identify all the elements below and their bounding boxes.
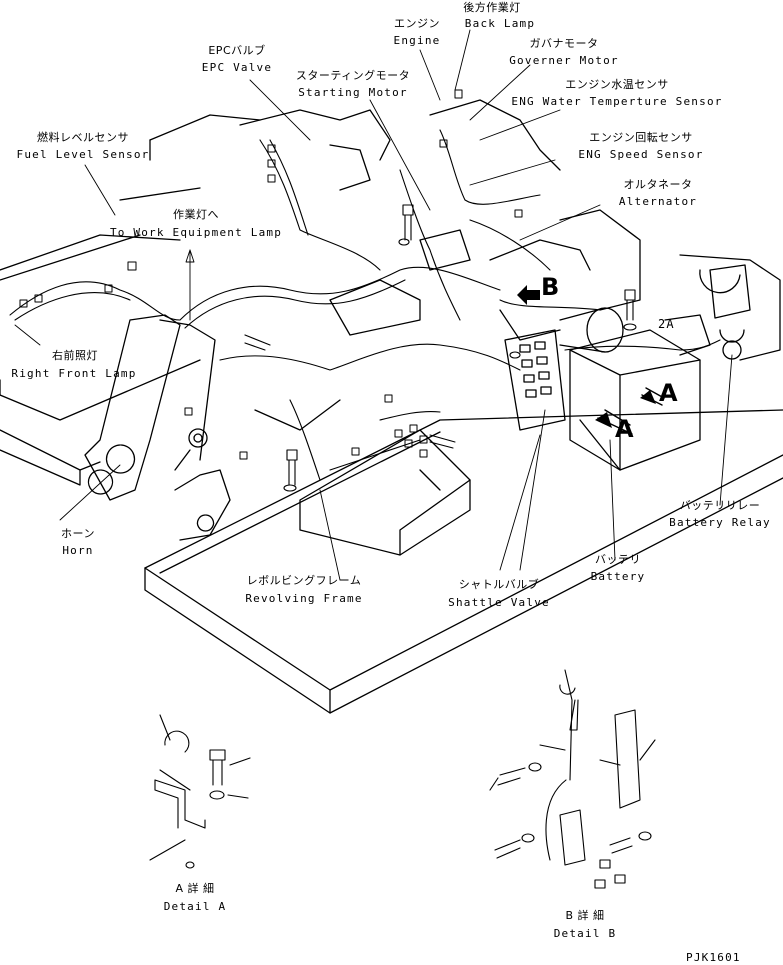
governer-motor-label-en: Governer Motor xyxy=(509,54,619,67)
arrow-a-lower xyxy=(595,412,630,432)
connectors xyxy=(19,89,523,460)
wiring-harness xyxy=(9,129,721,481)
horn-label-en: Horn xyxy=(62,544,94,557)
left-deck-drawing xyxy=(0,114,261,486)
center-cover-drawing xyxy=(254,279,471,556)
battery-relay-drawing xyxy=(664,264,751,360)
back-lamp-label-ja: 後方作業灯 xyxy=(463,1,521,14)
work-lamp-label-ja: 作業灯へ xyxy=(173,208,219,221)
boom-bracket-drawing xyxy=(84,314,231,541)
marker-a-lower: A xyxy=(615,415,634,443)
water-temp-sensor-label-en: ENG Water Temperture Sensor xyxy=(511,95,723,108)
detail-a-label-ja: A 詳 細 xyxy=(175,882,215,895)
engine-label-en: Engine xyxy=(393,34,441,47)
detail-a-drawing xyxy=(149,714,251,869)
battery-drawing xyxy=(569,329,701,471)
epc-valve-label-en: EPC Valve xyxy=(201,61,273,74)
back-lamp-label-en: Back Lamp xyxy=(464,17,536,30)
bolts xyxy=(244,204,637,492)
shuttle-valve-label-ja: シャトルバルブ xyxy=(458,578,540,591)
starting-motor-label-ja: スターティングモータ xyxy=(295,69,411,82)
shuttle-valve-label-en: Shattle Valve xyxy=(448,596,550,609)
detail-b-label-en: Detail B xyxy=(553,927,617,940)
water-temp-sensor-label-ja: エンジン水温センサ xyxy=(565,78,669,91)
horn-label-ja: ホーン xyxy=(61,527,95,540)
epc-valve-label-ja: EPCバルブ xyxy=(208,44,266,57)
starting-motor-label-en: Starting Motor xyxy=(298,86,408,99)
revolving-frame-drawing xyxy=(144,409,783,714)
leader-lines xyxy=(14,29,733,581)
detail-b-label-ja: B 詳 細 xyxy=(565,909,605,922)
fuse-rating-label: 2A xyxy=(658,317,675,331)
battery-label-en: Battery xyxy=(590,570,646,583)
arrow-b xyxy=(517,285,540,305)
speed-sensor-label-en: ENG Speed Sensor xyxy=(578,148,704,161)
work-lamp-label-en: To Work Equipment Lamp xyxy=(109,226,283,239)
speed-sensor-label-ja: エンジン回転センサ xyxy=(589,131,693,144)
drawing-number: PJK1601 xyxy=(686,951,741,964)
alternator-label-ja: オルタネータ xyxy=(623,178,693,191)
right-front-lamp-label-ja: 右前照灯 xyxy=(52,349,98,362)
alternator-drawing xyxy=(419,229,624,353)
fuel-level-sensor-label-en: Fuel Level Sensor xyxy=(16,148,150,161)
shuttle-valve-drawing xyxy=(504,329,566,431)
detail-a-label-en: Detail A xyxy=(163,900,227,913)
engine-label-ja: エンジン xyxy=(394,17,440,30)
marker-a-upper: A xyxy=(659,379,678,407)
fuel-level-sensor-label-ja: 燃料レベルセンサ xyxy=(37,131,129,144)
governer-motor-label-ja: ガバナモータ xyxy=(529,37,599,50)
alternator-label-en: Alternator xyxy=(618,195,698,208)
revolving-frame-label-ja: レボルビングフレーム xyxy=(246,574,362,587)
battery-label-ja: バッテリ xyxy=(595,553,641,566)
revolving-frame-label-en: Revolving Frame xyxy=(245,592,363,605)
detail-b-drawing xyxy=(489,669,656,889)
marker-b: B xyxy=(541,273,560,301)
right-front-lamp-label-en: Right Front Lamp xyxy=(11,367,137,380)
battery-relay-label-en: Battery Relay xyxy=(669,516,771,529)
battery-relay-label-ja: バッテリリレー xyxy=(679,499,761,512)
